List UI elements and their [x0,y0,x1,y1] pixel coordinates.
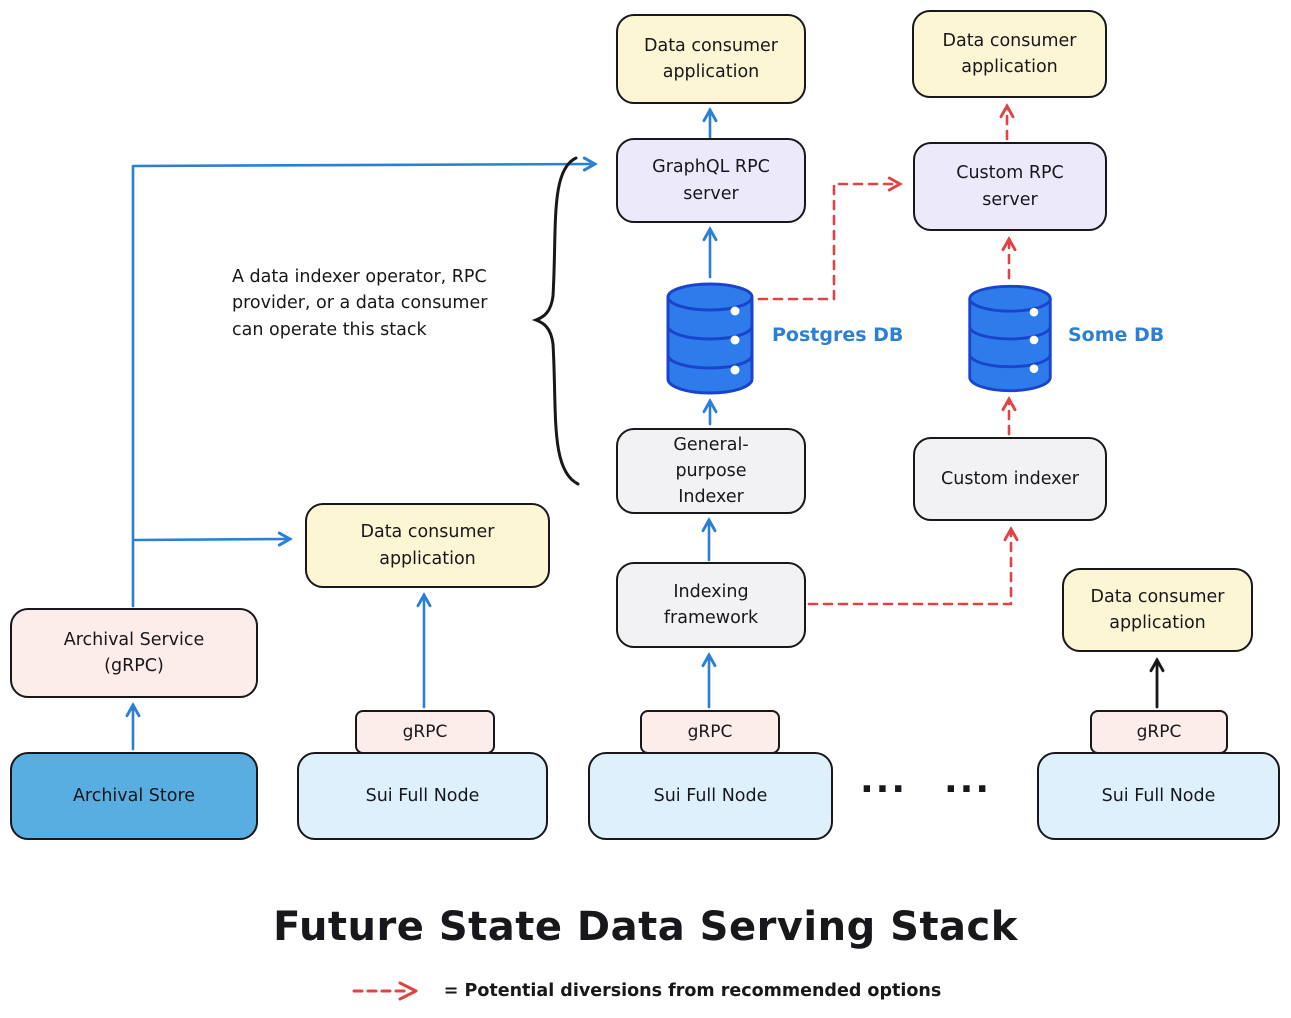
grpc-tab-2: gRPC [640,710,780,754]
box-archival-service: Archival Service (gRPC) [10,608,258,698]
arrow-archival-branch-to-dca-mid [133,539,290,540]
box-custom-indexer: Custom indexer [913,437,1107,521]
box-label: Sui Full Node [653,785,768,806]
box-label: Sui Full Node [365,785,480,806]
box-label: Data consumer application [644,35,778,82]
box-label: Indexing framework [663,581,759,628]
box-sui-full-node-2: Sui Full Node [588,752,833,840]
box-label: Custom RPC server [956,163,1064,210]
box-data-consumer-app-top-right: Data consumer application [912,10,1107,98]
database-icon [968,284,1052,393]
curly-brace [531,156,580,486]
stack-operator-annotation: A data indexer operator, RPC provider, o… [232,267,488,340]
box-indexing-framework: Indexing framework [616,562,806,648]
diagram-title: Future State Data Serving Stack [273,904,1018,950]
box-general-purpose-indexer: General-purpose Indexer [616,428,806,514]
legend-text: = Potential diversions from recommended … [443,981,942,1001]
box-custom-rpc-server: Custom RPC server [913,142,1107,231]
legend: = Potential diversions from recommended … [0,980,1291,1002]
ellipsis-2: ... [944,760,992,801]
grpc-label: gRPC [402,722,448,742]
postgres-db-cylinder [662,280,758,400]
box-label: Data consumer application [942,30,1077,77]
box-label: General-purpose Indexer [673,434,749,508]
box-label: Data consumer application [1090,586,1225,633]
box-label: Custom indexer [941,468,1079,489]
box-archival-store: Archival Store [10,752,258,840]
grpc-tab-1: gRPC [355,710,495,754]
box-graphql-rpc-server: GraphQL RPC server [616,138,806,223]
box-sui-full-node-3: Sui Full Node [1037,752,1280,840]
box-label: Archival Service (gRPC) [63,629,205,676]
grpc-tab-3: gRPC [1090,710,1228,754]
arrow-framework-to-customindexer [807,529,1011,606]
box-label: Sui Full Node [1101,785,1216,806]
postgres-db-label: Postgres DB [772,324,904,346]
box-sui-full-node-1: Sui Full Node [297,752,548,840]
box-label: GraphQL RPC server [652,157,770,204]
box-data-consumer-app-right: Data consumer application [1062,568,1253,652]
box-data-consumer-app-top-left: Data consumer application [616,14,806,104]
box-data-consumer-app-mid: Data consumer application [305,503,550,588]
box-label: Data consumer application [360,522,495,569]
database-icon [666,282,754,395]
red-dashed-arrow-icon [352,981,418,1001]
grpc-label: gRPC [1136,722,1182,742]
some-db-label: Some DB [1068,324,1165,346]
box-label: Archival Store [72,785,196,806]
ellipsis-1: ... [860,760,908,801]
grpc-label: gRPC [687,722,733,742]
some-db-cylinder [964,282,1056,398]
